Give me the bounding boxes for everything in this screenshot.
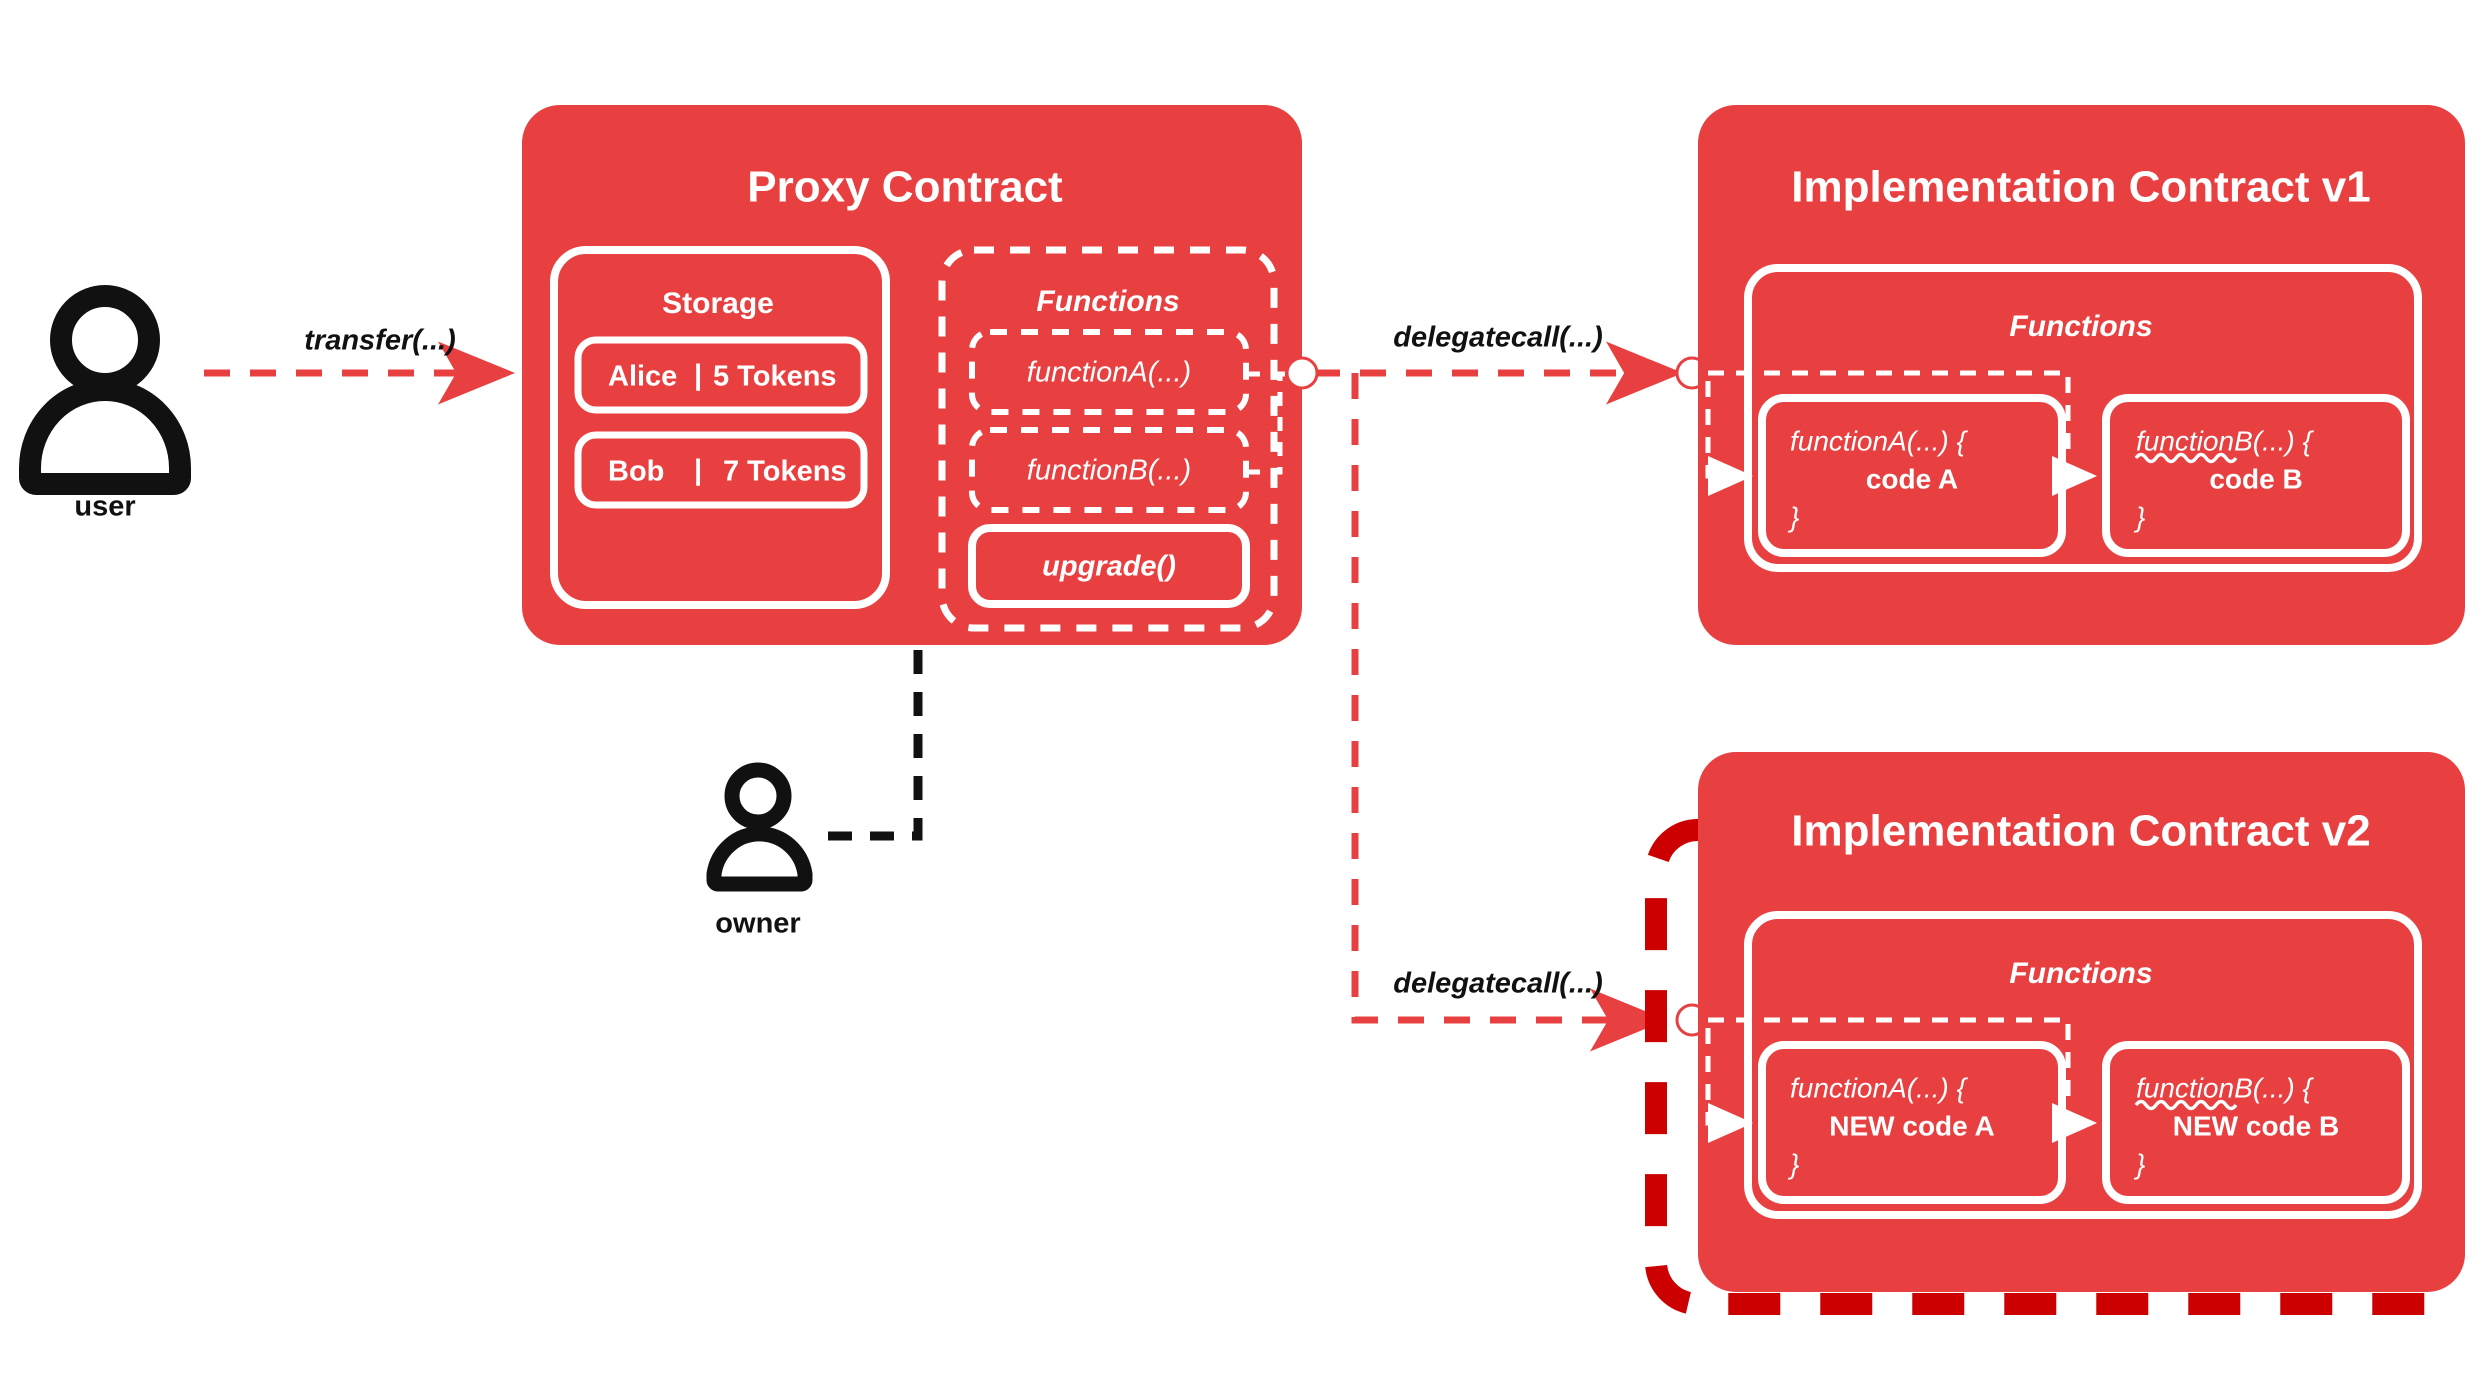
- implementation-v1-functions-panel: Functions functionA(...) { code A } func…: [1705, 264, 2422, 572]
- implementation-v1[interactable]: Implementation Contract v1 Functions fun…: [1698, 105, 2465, 645]
- functions-panel-border: [1744, 264, 2422, 572]
- function-b-body: NEW code B: [2173, 1110, 2339, 1141]
- implementation-v1-body: [1698, 105, 2465, 645]
- routing-to-a: [1705, 1028, 1753, 1143]
- storage-row-value: 5 Tokens: [713, 361, 837, 393]
- edge-delegatecall-v1-label: delegatecall(...): [1393, 322, 1603, 354]
- proxy-function-upgrade[interactable]: upgrade(): [968, 524, 1250, 608]
- person-icon: [706, 762, 813, 892]
- actor-owner-label: owner: [715, 908, 800, 940]
- storage-row-border: [574, 431, 868, 509]
- function-b-body: code B: [2209, 463, 2302, 494]
- proxy-functions-panel: Functions functionA(...) functionB(...) …: [938, 246, 1294, 632]
- routing-to-a: [1705, 381, 1753, 496]
- person-icon: [19, 285, 191, 495]
- functions-panel-border: [1744, 911, 2422, 1219]
- proxy-contract[interactable]: Proxy Contract Storage Alice | 5 Tokens …: [522, 105, 1302, 645]
- implementation-v2-title: Implementation Contract v2: [1791, 807, 2370, 856]
- edge-delegatecall-v2: delegatecall(...): [1351, 373, 1667, 1052]
- function-a-signature: functionA(...) {: [1790, 1072, 1969, 1103]
- upgrade-function-label: upgrade(): [1042, 551, 1176, 583]
- implementation-v1-functions-title: Functions: [2009, 310, 2152, 343]
- implementation-v2-highlight-outline: [1645, 819, 2460, 1315]
- proxy-functions-title: Functions: [1036, 285, 1179, 318]
- proxy-contract-title: Proxy Contract: [747, 163, 1063, 212]
- spellcheck-squiggle-icon: [2134, 1099, 2238, 1111]
- upgrade-function-border: [968, 524, 1250, 608]
- edge-transfer-label: transfer(...): [304, 325, 455, 357]
- implementation-v2-function-a[interactable]: functionA(...) { NEW code A }: [1758, 1041, 2066, 1204]
- implementation-v2-functions-title: Functions: [2009, 957, 2152, 990]
- spellcheck-squiggle-icon: [1041, 484, 1135, 496]
- storage-row-separator: |: [694, 455, 702, 487]
- storage-panel-border: [550, 246, 890, 609]
- delegatecall-v2-path: [1351, 373, 1667, 1052]
- actor-owner: owner: [706, 762, 813, 940]
- functions-panel-border: [938, 246, 1278, 632]
- function-b-border: [2102, 1041, 2410, 1204]
- function-b-close: }: [2133, 1148, 2145, 1179]
- implementation-v2-function-b[interactable]: functionB(...) { NEW code B }: [2102, 1041, 2410, 1204]
- function-b-signature: functionB(...) {: [2136, 425, 2315, 456]
- implementation-v1-function-b[interactable]: functionB(...) { code B }: [2102, 394, 2410, 557]
- upgrade-call-path: [828, 568, 923, 841]
- function-a-body: code A: [1866, 463, 1958, 494]
- function-a-label: functionA(...): [1027, 357, 1191, 389]
- function-a-body: NEW code A: [1829, 1110, 1994, 1141]
- function-a-signature: functionA(...) {: [1790, 425, 1969, 456]
- routing-to-b: [1708, 370, 2071, 455]
- storage-row-border: [574, 336, 868, 414]
- proxy-contract-body: [522, 105, 1302, 645]
- storage-row-alice: Alice | 5 Tokens: [574, 336, 868, 414]
- function-a-close: }: [1787, 501, 1799, 532]
- proxy-internal-routing: [1246, 371, 1294, 475]
- storage-row-separator: |: [694, 360, 702, 392]
- actor-user-label: user: [74, 491, 135, 523]
- implementation-v2[interactable]: Implementation Contract v2 Functions fun…: [1645, 752, 2465, 1315]
- routing-to-b: [1708, 1017, 2071, 1102]
- proxy-outbound-node: [1285, 356, 1319, 390]
- routing-b: [1246, 374, 1283, 475]
- storage-title: Storage: [662, 287, 774, 320]
- function-b-close: }: [2133, 501, 2145, 532]
- implementation-v1-internal-routing: [1705, 370, 2097, 496]
- implementation-v2-body: [1698, 752, 2465, 1292]
- function-b-label: functionB(...): [1027, 455, 1191, 487]
- storage-row-bob: Bob | 7 Tokens: [574, 431, 868, 509]
- storage-row-name: Bob: [608, 456, 664, 488]
- actor-user: user: [19, 285, 191, 523]
- implementation-v2-internal-routing: [1705, 1017, 2097, 1143]
- implementation-v1-title: Implementation Contract v1: [1791, 163, 2370, 212]
- implementation-v2-functions-panel: Functions functionA(...) { NEW code A } …: [1705, 911, 2422, 1219]
- edge-delegatecall-v2-label: delegatecall(...): [1393, 968, 1603, 1000]
- edge-delegatecall-v1: delegatecall(...): [1314, 322, 1683, 405]
- spellcheck-squiggle-icon: [2134, 452, 2238, 464]
- function-b-signature: functionB(...) {: [2136, 1072, 2315, 1103]
- storage-row-name: Alice: [608, 361, 677, 393]
- function-b-border: [2102, 394, 2410, 557]
- proxy-storage-panel: Storage Alice | 5 Tokens Bob | 7 Tokens: [550, 246, 890, 609]
- edge-transfer: transfer(...): [204, 325, 515, 405]
- function-a-close: }: [1787, 1148, 1799, 1179]
- storage-row-value: 7 Tokens: [723, 456, 847, 488]
